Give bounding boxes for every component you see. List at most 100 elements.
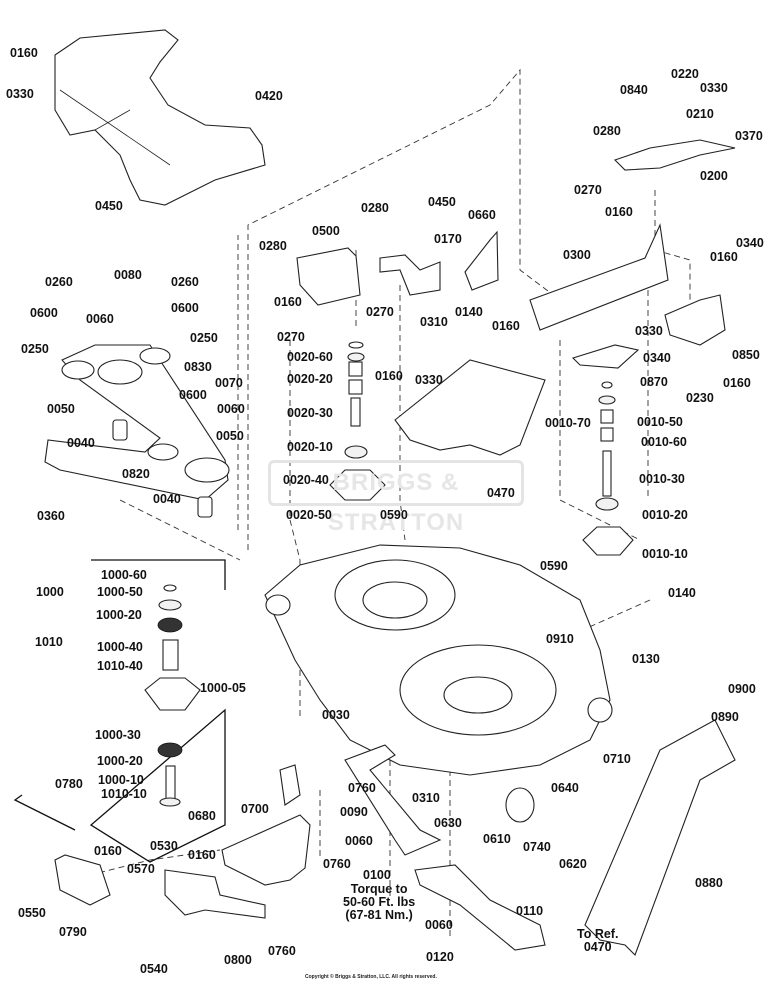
callout-0740[interactable]: 0740 xyxy=(523,840,551,854)
callout-0020-10[interactable]: 0020-10 xyxy=(287,440,333,454)
shield-0680[interactable] xyxy=(221,814,311,886)
callout-1000-05[interactable]: 1000-05 xyxy=(200,681,246,695)
callout-0060[interactable]: 0060 xyxy=(217,402,245,416)
callout-0010-60[interactable]: 0010-60 xyxy=(641,435,687,449)
callout-1010-40[interactable]: 1010-40 xyxy=(97,659,143,673)
callout-0610[interactable]: 0610 xyxy=(483,832,511,846)
callout-1000-60[interactable]: 1000-60 xyxy=(101,568,147,582)
spindle-assembly-1000[interactable] xyxy=(144,584,201,807)
spindle-0590-left[interactable] xyxy=(329,341,386,501)
callout-0060[interactable]: 0060 xyxy=(345,834,373,848)
callout-0660[interactable]: 0660 xyxy=(468,208,496,222)
callout-0310[interactable]: 0310 xyxy=(412,791,440,805)
callout-0330[interactable]: 0330 xyxy=(700,81,728,95)
belt-assembly[interactable] xyxy=(44,344,230,518)
callout-0830[interactable]: 0830 xyxy=(184,360,212,374)
callout-0110[interactable]: 0110 xyxy=(516,904,544,918)
callout-0160[interactable]: 0160 xyxy=(188,848,216,862)
callout-0020-30[interactable]: 0020-30 xyxy=(287,406,333,420)
blade-0110[interactable] xyxy=(414,864,546,951)
callout-0270[interactable]: 0270 xyxy=(574,183,602,197)
callout-0250[interactable]: 0250 xyxy=(21,342,49,356)
callout-0280[interactable]: 0280 xyxy=(361,201,389,215)
callout-0760[interactable]: 0760 xyxy=(323,857,351,871)
callout-0170[interactable]: 0170 xyxy=(434,232,462,246)
callout-0130[interactable]: 0130 xyxy=(632,652,660,666)
callout-0030[interactable]: 0030 xyxy=(322,708,350,722)
callout-0330[interactable]: 0330 xyxy=(635,324,663,338)
callout-0640[interactable]: 0640 xyxy=(551,781,579,795)
callout-0020-20[interactable]: 0020-20 xyxy=(287,372,333,386)
callout-0600[interactable]: 0600 xyxy=(179,388,207,402)
callout-0450[interactable]: 0450 xyxy=(95,199,123,213)
callout-0270[interactable]: 0270 xyxy=(366,305,394,319)
callout-0880[interactable]: 0880 xyxy=(695,876,723,890)
callout-0840[interactable]: 0840 xyxy=(620,83,648,97)
bracket-0170[interactable] xyxy=(379,254,441,296)
callout-0540[interactable]: 0540 xyxy=(140,962,168,976)
callout-0260[interactable]: 0260 xyxy=(45,275,73,289)
callout-0010-10[interactable]: 0010-10 xyxy=(642,547,688,561)
callout-0600[interactable]: 0600 xyxy=(171,301,199,315)
callout-0710[interactable]: 0710 xyxy=(603,752,631,766)
callout-0160[interactable]: 0160 xyxy=(94,844,122,858)
discharge-chute-0880[interactable] xyxy=(584,719,736,956)
bracket-0500[interactable] xyxy=(296,247,361,306)
callout-0570[interactable]: 0570 xyxy=(127,862,155,876)
callout-0010-50[interactable]: 0010-50 xyxy=(637,415,683,429)
callout-0850[interactable]: 0850 xyxy=(732,348,760,362)
callout-0010-20[interactable]: 0010-20 xyxy=(642,508,688,522)
callout-0340[interactable]: 0340 xyxy=(736,236,764,250)
callout-1010-10[interactable]: 1010-10 xyxy=(101,787,147,801)
callout-0590[interactable]: 0590 xyxy=(540,559,568,573)
callout-0040[interactable]: 0040 xyxy=(153,492,181,506)
callout-0010-30[interactable]: 0010-30 xyxy=(639,472,685,486)
callout-0050[interactable]: 0050 xyxy=(216,429,244,443)
callout-0370[interactable]: 0370 xyxy=(735,129,763,143)
callout-0140[interactable]: 0140 xyxy=(668,586,696,600)
callout-0200[interactable]: 0200 xyxy=(700,169,728,183)
callout-0060[interactable]: 0060 xyxy=(86,312,114,326)
bracket-0660[interactable] xyxy=(464,230,499,291)
callout-0680[interactable]: 0680 xyxy=(188,809,216,823)
callout-1000-20[interactable]: 1000-20 xyxy=(96,608,142,622)
callout-0330[interactable]: 0330 xyxy=(6,87,34,101)
callout-1000[interactable]: 1000 xyxy=(36,585,64,599)
callout-0700[interactable]: 0700 xyxy=(241,802,269,816)
callout-0330[interactable]: 0330 xyxy=(415,373,443,387)
callout-0090[interactable]: 0090 xyxy=(340,805,368,819)
callout-0060[interactable]: 0060 xyxy=(425,918,453,932)
callout-0820[interactable]: 0820 xyxy=(122,467,150,481)
callout-0310[interactable]: 0310 xyxy=(420,315,448,329)
callout-0160[interactable]: 0160 xyxy=(274,295,302,309)
callout-0590[interactable]: 0590 xyxy=(380,508,408,522)
callout-0160[interactable]: 0160 xyxy=(723,376,751,390)
mower-deck-0710[interactable] xyxy=(264,544,613,776)
callout-1000-30[interactable]: 1000-30 xyxy=(95,728,141,742)
callout-1010[interactable]: 1010 xyxy=(35,635,63,649)
callout-0630[interactable]: 0630 xyxy=(434,816,462,830)
callout-0910[interactable]: 0910 xyxy=(546,632,574,646)
callout-0760[interactable]: 0760 xyxy=(348,781,376,795)
callout-0800[interactable]: 0800 xyxy=(224,953,252,967)
bracket-0530[interactable] xyxy=(164,869,266,919)
callout-0470[interactable]: 0470 xyxy=(487,486,515,500)
callout-0260[interactable]: 0260 xyxy=(171,275,199,289)
callout-0040[interactable]: 0040 xyxy=(67,436,95,450)
callout-0420[interactable]: 0420 xyxy=(255,89,283,103)
callout-1000-50[interactable]: 1000-50 xyxy=(97,585,143,599)
callout-0280[interactable]: 0280 xyxy=(259,239,287,253)
callout-0300[interactable]: 0300 xyxy=(563,248,591,262)
callout-0160[interactable]: 0160 xyxy=(375,369,403,383)
callout-0890[interactable]: 0890 xyxy=(711,710,739,724)
bracket-0790[interactable] xyxy=(54,854,111,906)
callout-0250[interactable]: 0250 xyxy=(190,331,218,345)
callout-0100[interactable]: 0100 xyxy=(363,868,391,882)
callout-0550[interactable]: 0550 xyxy=(18,906,46,920)
callout-0360[interactable]: 0360 xyxy=(37,509,65,523)
callout-0220[interactable]: 0220 xyxy=(671,67,699,81)
callout-0870[interactable]: 0870 xyxy=(640,375,668,389)
spindle-0590-right[interactable] xyxy=(582,381,634,556)
callout-0340[interactable]: 0340 xyxy=(643,351,671,365)
chute-0470[interactable] xyxy=(394,359,546,456)
